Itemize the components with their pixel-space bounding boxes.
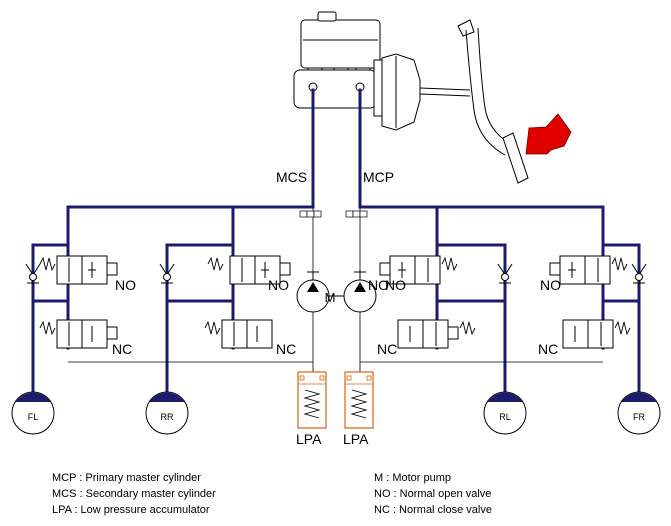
label-mcp: MCP	[363, 169, 394, 185]
diagram-labels: MCS MCP M NO NO NO NO NO NO NC NC NC NC …	[112, 169, 561, 447]
outlet-valves	[39, 319, 631, 349]
label-lpa-right: LPA	[343, 431, 369, 447]
label-no-2: NO	[268, 277, 289, 293]
wheel-rr: RR	[145, 391, 189, 435]
outlet-valve-rr	[204, 319, 273, 349]
inlet-valve-fr	[549, 255, 628, 285]
wheel-fl: FL	[11, 391, 55, 435]
label-no-4: NO	[385, 277, 406, 293]
wheel-label-fl: FL	[28, 412, 39, 422]
check-valve-fl	[25, 263, 41, 284]
outlet-valve-fl	[39, 319, 118, 349]
legend-nc: NC : Normal close valve	[374, 504, 492, 516]
check-valve-rl	[497, 263, 513, 284]
lpa-left	[297, 371, 327, 429]
check-valve-fr	[631, 263, 647, 284]
wheel-label-fr: FR	[633, 412, 645, 422]
label-no-1: NO	[115, 277, 136, 293]
label-nc-4: NC	[538, 341, 558, 357]
label-no-5: NO	[540, 277, 561, 293]
check-valve-rr	[159, 263, 175, 284]
outlet-valve-fr	[562, 319, 631, 349]
label-mcs: MCS	[276, 169, 307, 185]
pedal-force-arrow	[525, 113, 572, 155]
lpa-right	[344, 371, 374, 429]
wheels: FL RR RL FR	[11, 391, 661, 435]
label-nc-2: NC	[276, 341, 296, 357]
wheel-rl: RL	[483, 391, 527, 435]
label-nc-1: NC	[112, 341, 132, 357]
legend-m: M : Motor pump	[374, 472, 451, 484]
legend-lpa: LPA : Low pressure accumulator	[52, 504, 210, 516]
label-nc-3: NC	[377, 341, 397, 357]
low-pressure-accumulators	[297, 371, 374, 429]
legend: MCP : Primary master cylinder MCS : Seco…	[52, 472, 492, 516]
check-valves	[25, 263, 647, 284]
label-lpa-left: LPA	[296, 431, 322, 447]
inlet-valves	[39, 255, 628, 285]
wheel-label-rr: RR	[161, 412, 174, 422]
motor-pump	[296, 271, 377, 313]
label-no-3: NO	[368, 277, 389, 293]
master-cylinder-assembly	[293, 11, 572, 184]
inlet-valve-rl	[379, 255, 458, 285]
inlet-valve-rr	[207, 255, 291, 285]
label-motor: M	[325, 290, 336, 305]
wheel-fr: FR	[617, 391, 661, 435]
wheel-label-rl: RL	[499, 412, 511, 422]
inlet-valve-fl	[39, 255, 118, 285]
return-lines	[68, 207, 603, 372]
legend-mcp: MCP : Primary master cylinder	[52, 472, 201, 484]
outlet-valve-rl	[397, 319, 476, 349]
legend-mcs: MCS : Secondary master cylinder	[52, 488, 216, 500]
legend-no: NO : Normal open valve	[374, 488, 491, 500]
